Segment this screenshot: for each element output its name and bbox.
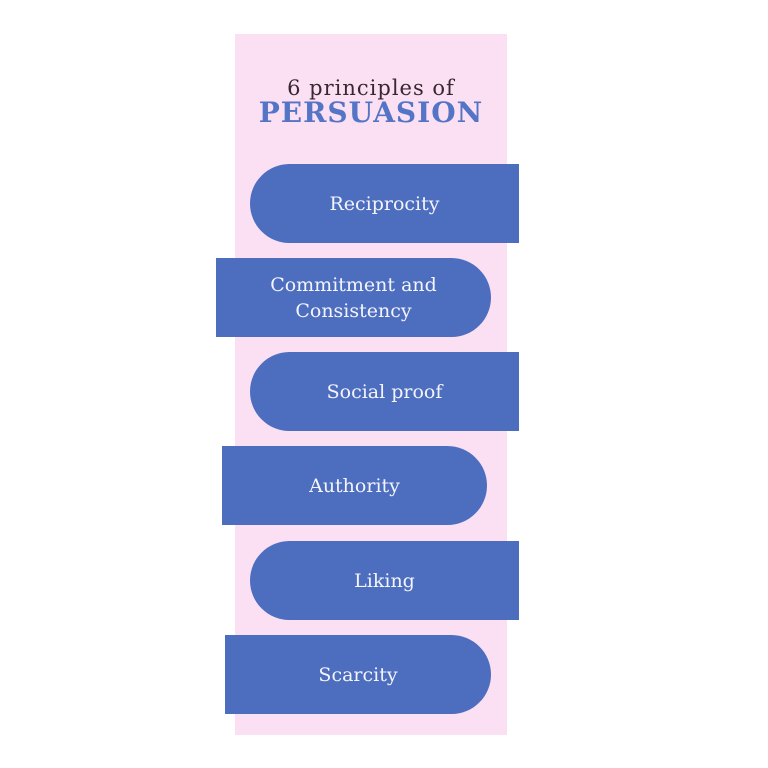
principle-label: Social proof	[326, 380, 443, 403]
principle-label-line-1: Commitment and	[270, 273, 437, 296]
principle-label-line-2: Consistency	[295, 299, 412, 322]
principle-authority: Authority	[222, 446, 487, 525]
title-line-1: 6 principles of	[287, 76, 455, 100]
principle-label: Authority	[309, 474, 400, 497]
principle-social-proof: Social proof	[250, 352, 519, 431]
principle-reciprocity: Reciprocity	[250, 164, 519, 243]
principle-label: Scarcity	[318, 663, 398, 686]
principle-label: Liking	[354, 569, 415, 592]
principle-commitment-consistency: Commitment and Consistency	[216, 258, 491, 337]
title-line-2: PERSUASION	[258, 96, 484, 129]
principle-liking: Liking	[250, 541, 519, 620]
principle-label: Reciprocity	[329, 192, 440, 215]
principle-scarcity: Scarcity	[225, 635, 491, 714]
